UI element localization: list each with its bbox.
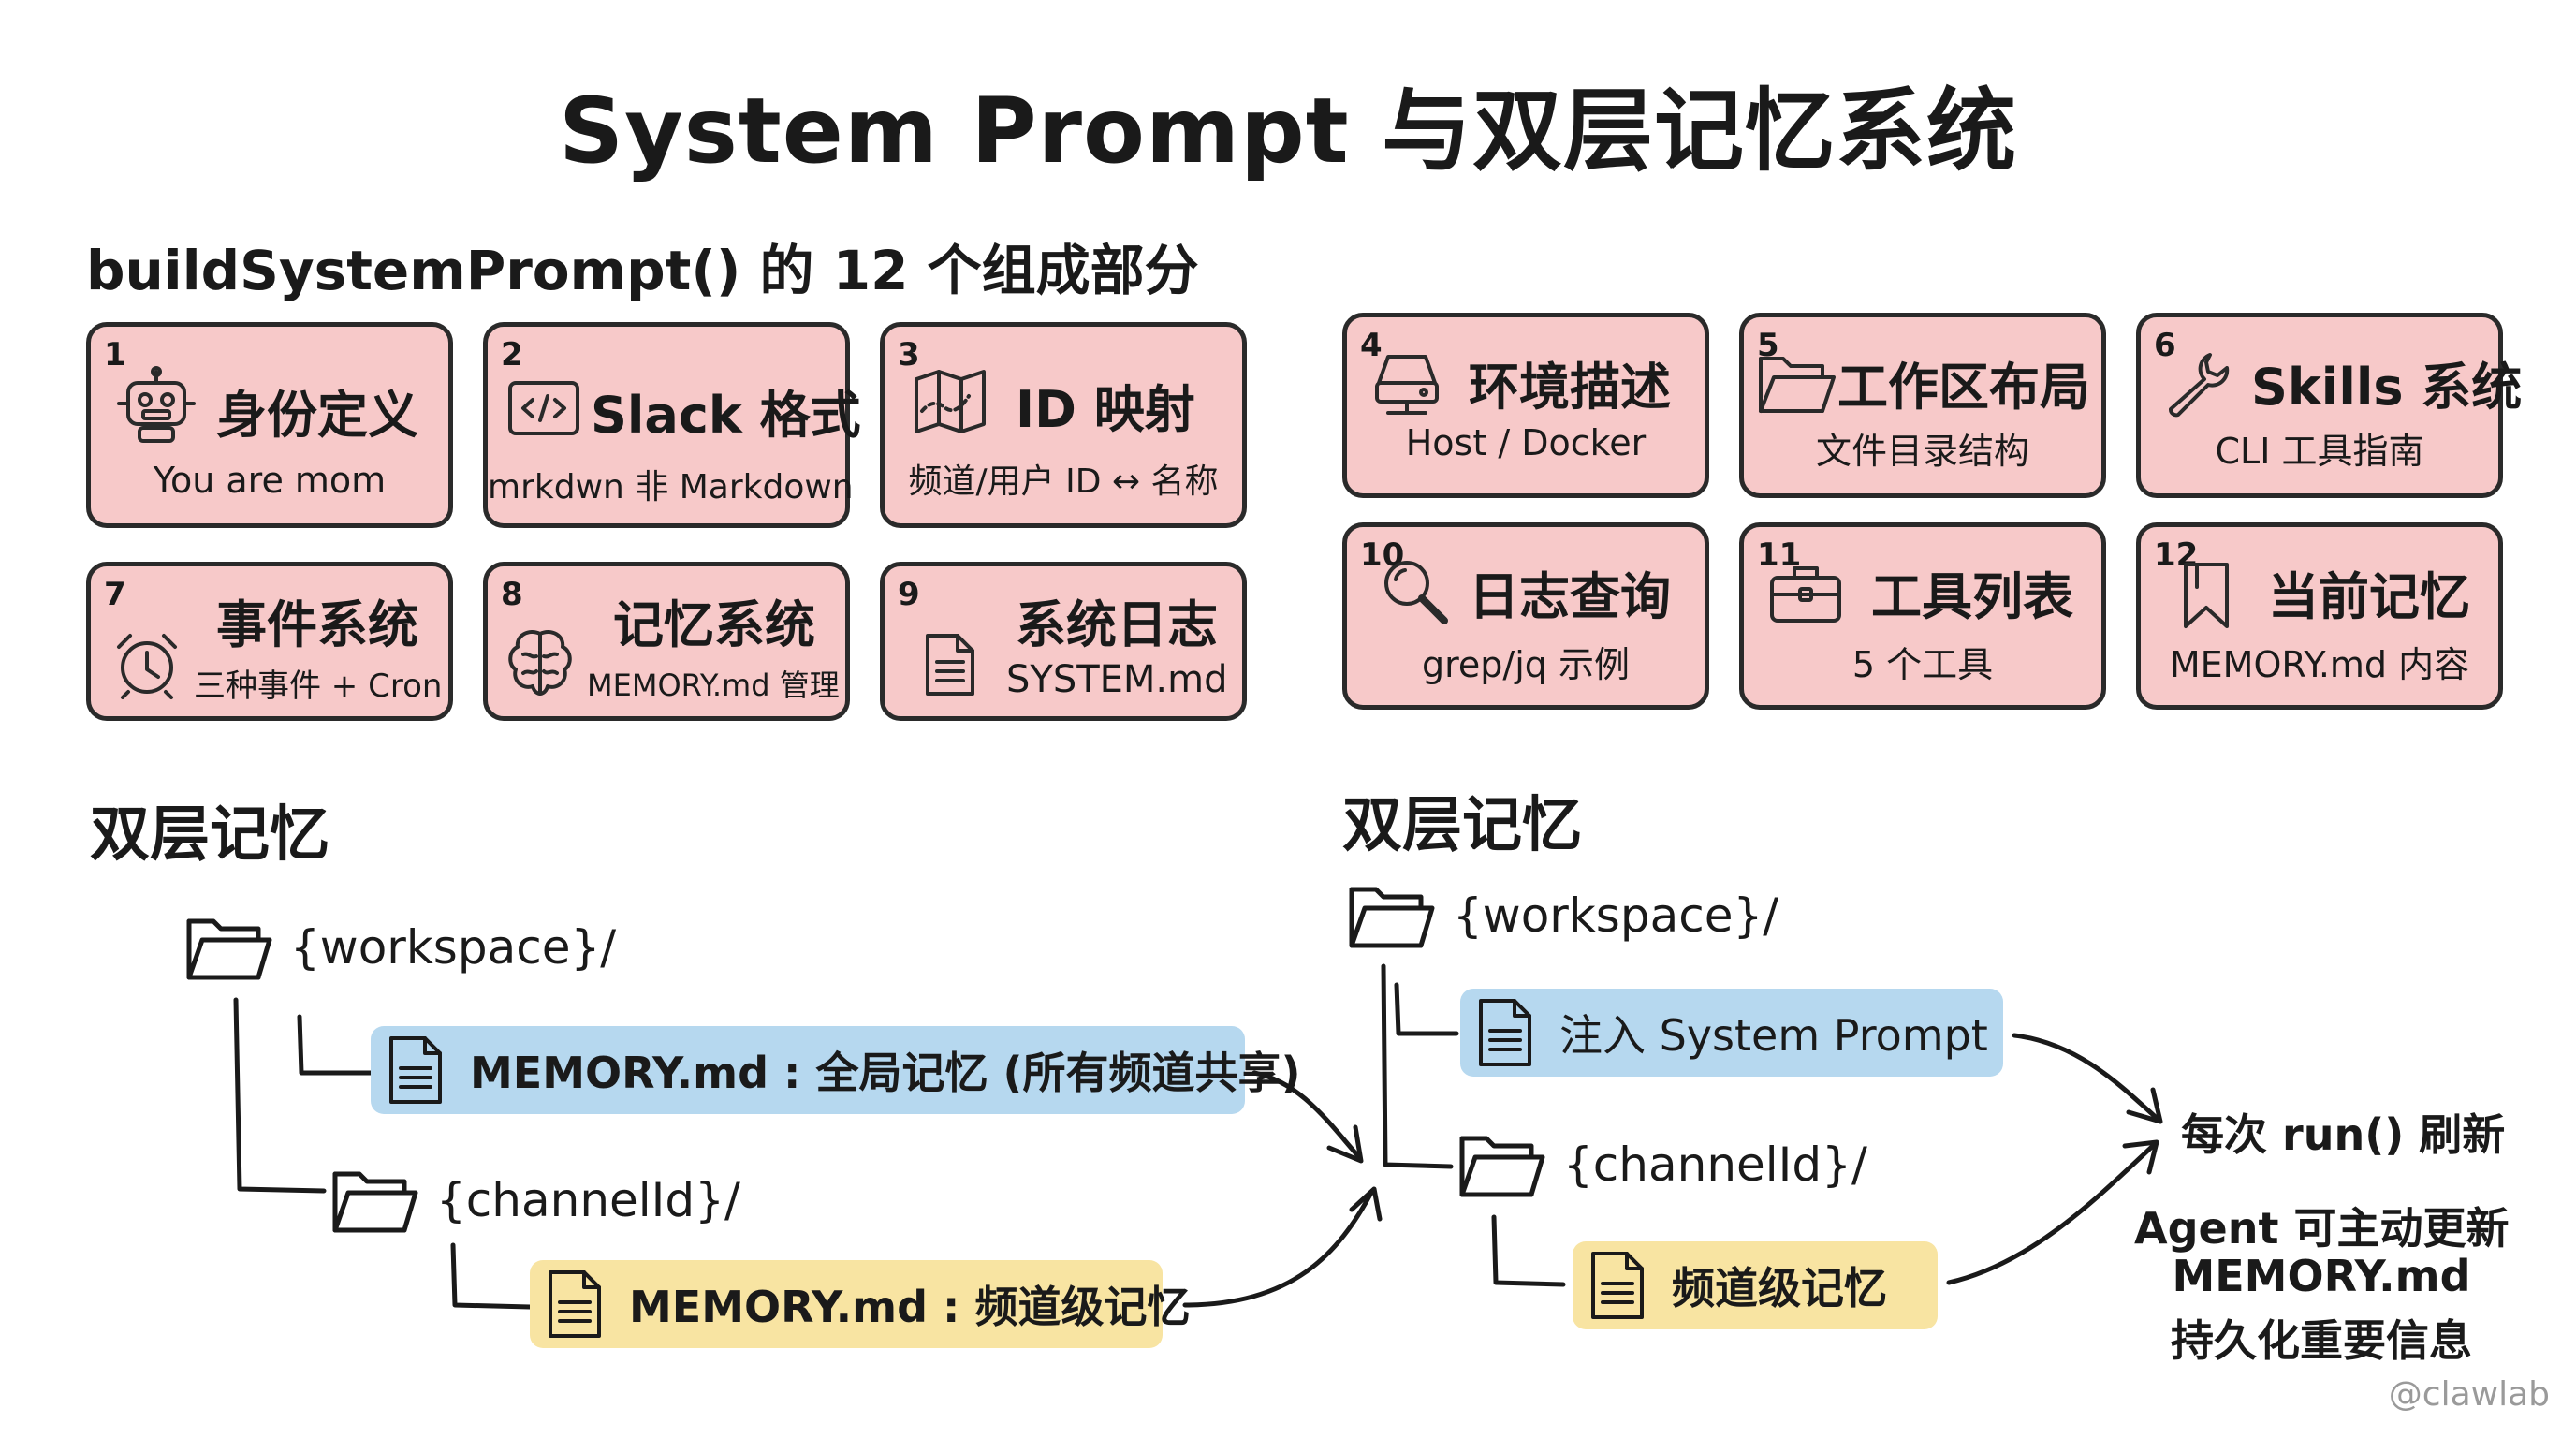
document-icon (924, 632, 976, 697)
component-card-12: 12 当前记忆 MEMORY.md 内容 (2136, 522, 2503, 710)
card-title: ID 映射 (1016, 380, 1195, 439)
right-channel-memory-bar: 频道级记忆 (1573, 1241, 1938, 1329)
agent-update-line-1: Agent 可主动更新 (2134, 1203, 2510, 1254)
card-title: 系统日志 (1016, 595, 1218, 654)
card-subtitle: grep/jq 示例 (1422, 644, 1630, 685)
card-title: 身份定义 (216, 386, 418, 445)
card-number: 3 (898, 336, 920, 374)
map-icon (913, 364, 988, 439)
document-icon (1475, 997, 1535, 1068)
card-subtitle: MEMORY.md 管理 (587, 668, 840, 703)
refresh-note: 每次 run() 刷新 (2181, 1109, 2506, 1160)
card-number: 2 (501, 336, 523, 374)
card-subtitle: 频道/用户 ID ↔ 名称 (908, 462, 1219, 501)
card-number: 6 (2154, 327, 2176, 364)
card-number: 12 (2154, 536, 2199, 574)
document-icon (1588, 1250, 1647, 1321)
card-title: Skills 系统 (2251, 358, 2523, 417)
bookmark-icon (2180, 559, 2232, 630)
folder-icon (1456, 1129, 1546, 1200)
channel-memory-bar: MEMORY.md : 频道级记忆 (530, 1260, 1190, 1348)
code-icon (506, 370, 581, 445)
magnifier-icon (1379, 555, 1450, 626)
components-subtitle: buildSystemPrompt() 的 12 个组成部分 (86, 239, 1199, 302)
component-card-8: 8 记忆系统 MEMORY.md 管理 (483, 562, 850, 721)
card-subtitle: 5 个工具 (1852, 644, 1994, 685)
component-card-2: 2 Slack 格式 mrkdwn 非 Markdown (483, 322, 861, 528)
component-card-10: 10 日志查询 grep/jq 示例 (1342, 522, 1709, 710)
wrench-icon (2161, 347, 2232, 418)
card-number: 1 (104, 336, 126, 374)
card-number: 10 (1360, 536, 1405, 574)
folder-icon (1346, 880, 1436, 951)
component-card-7: 7 事件系统 三种事件 + Cron (86, 562, 453, 721)
card-title: 工作区布局 (1837, 358, 2090, 417)
card-subtitle: MEMORY.md 内容 (2169, 644, 2470, 685)
channel-memory-label: 频道级记忆 (1672, 1263, 1887, 1313)
card-subtitle: SYSTEM.md (1006, 658, 1228, 701)
left-memory-title: 双层记忆 (90, 800, 329, 870)
brain-icon (503, 624, 578, 699)
card-subtitle: CLI 工具指南 (2215, 431, 2424, 472)
right-workspace-node: {workspace}/ (1346, 880, 1778, 951)
card-title: 工具列表 (1871, 567, 2073, 626)
component-card-6: 6 Skills 系统 CLI 工具指南 (2136, 313, 2522, 498)
global-memory-label: MEMORY.md : 全局记忆 (所有频道共享) (470, 1048, 1301, 1098)
document-icon (386, 1034, 446, 1106)
right-channel-node: {channelId}/ (1456, 1129, 1867, 1200)
watermark: @clawlab (2388, 1375, 2550, 1414)
card-title: 当前记忆 (2268, 567, 2470, 626)
component-card-3: 3 ID 映射 频道/用户 ID ↔ 名称 (880, 322, 1247, 528)
agent-update-line-3: 持久化重要信息 (2171, 1315, 2472, 1366)
card-title: 环境描述 (1469, 358, 1671, 417)
document-icon (545, 1269, 605, 1340)
card-subtitle: You are mom (153, 460, 387, 501)
card-title: 记忆系统 (613, 595, 815, 654)
global-memory-bar: MEMORY.md : 全局记忆 (所有频道共享) (371, 1026, 1301, 1114)
inject-label: 注入 System Prompt (1559, 1010, 1988, 1061)
card-title: 事件系统 (216, 595, 418, 654)
workspace-label: {workspace}/ (290, 920, 617, 975)
component-card-4: 4 环境描述 Host / Docker (1342, 313, 1709, 498)
card-subtitle: 文件目录结构 (1815, 431, 2029, 472)
folder-icon (329, 1165, 419, 1236)
card-title: 日志查询 (1469, 567, 1671, 626)
channel-label: {channelId}/ (1563, 1137, 1867, 1192)
folder-icon (183, 912, 273, 983)
channel-label: {channelId}/ (436, 1173, 740, 1227)
robot-icon (115, 366, 198, 448)
server-icon (1369, 345, 1444, 420)
workspace-label: {workspace}/ (1453, 888, 1779, 943)
card-number: 8 (501, 576, 523, 613)
card-number: 9 (898, 576, 920, 613)
page-title: System Prompt 与双层记忆系统 (558, 79, 2018, 183)
card-subtitle: 三种事件 + Cron (194, 668, 443, 705)
card-subtitle: mrkdwn 非 Markdown (488, 468, 854, 506)
folder-icon (1757, 349, 1837, 417)
component-card-9: 9 系统日志 SYSTEM.md (880, 562, 1247, 721)
inject-system-prompt-bar: 注入 System Prompt (1460, 989, 2003, 1077)
card-subtitle: Host / Docker (1405, 422, 1647, 463)
channel-memory-label: MEMORY.md : 频道级记忆 (629, 1282, 1191, 1332)
alarm-clock-icon (111, 628, 183, 699)
component-card-1: 1 身份定义 You are mom (86, 322, 453, 528)
card-title: Slack 格式 (591, 386, 861, 445)
agent-update-line-2: MEMORY.md (2172, 1251, 2471, 1301)
toolbox-icon (1768, 561, 1843, 626)
right-memory-title: 双层记忆 (1342, 791, 1582, 860)
component-card-5: 5 工作区布局 文件目录结构 (1739, 313, 2106, 498)
card-number: 7 (104, 576, 126, 613)
left-workspace-node: {workspace}/ (183, 912, 616, 983)
card-number: 5 (1757, 327, 1779, 364)
component-card-11: 11 工具列表 5 个工具 (1739, 522, 2106, 710)
card-number: 4 (1360, 327, 1383, 364)
left-channel-node: {channelId}/ (329, 1165, 740, 1236)
